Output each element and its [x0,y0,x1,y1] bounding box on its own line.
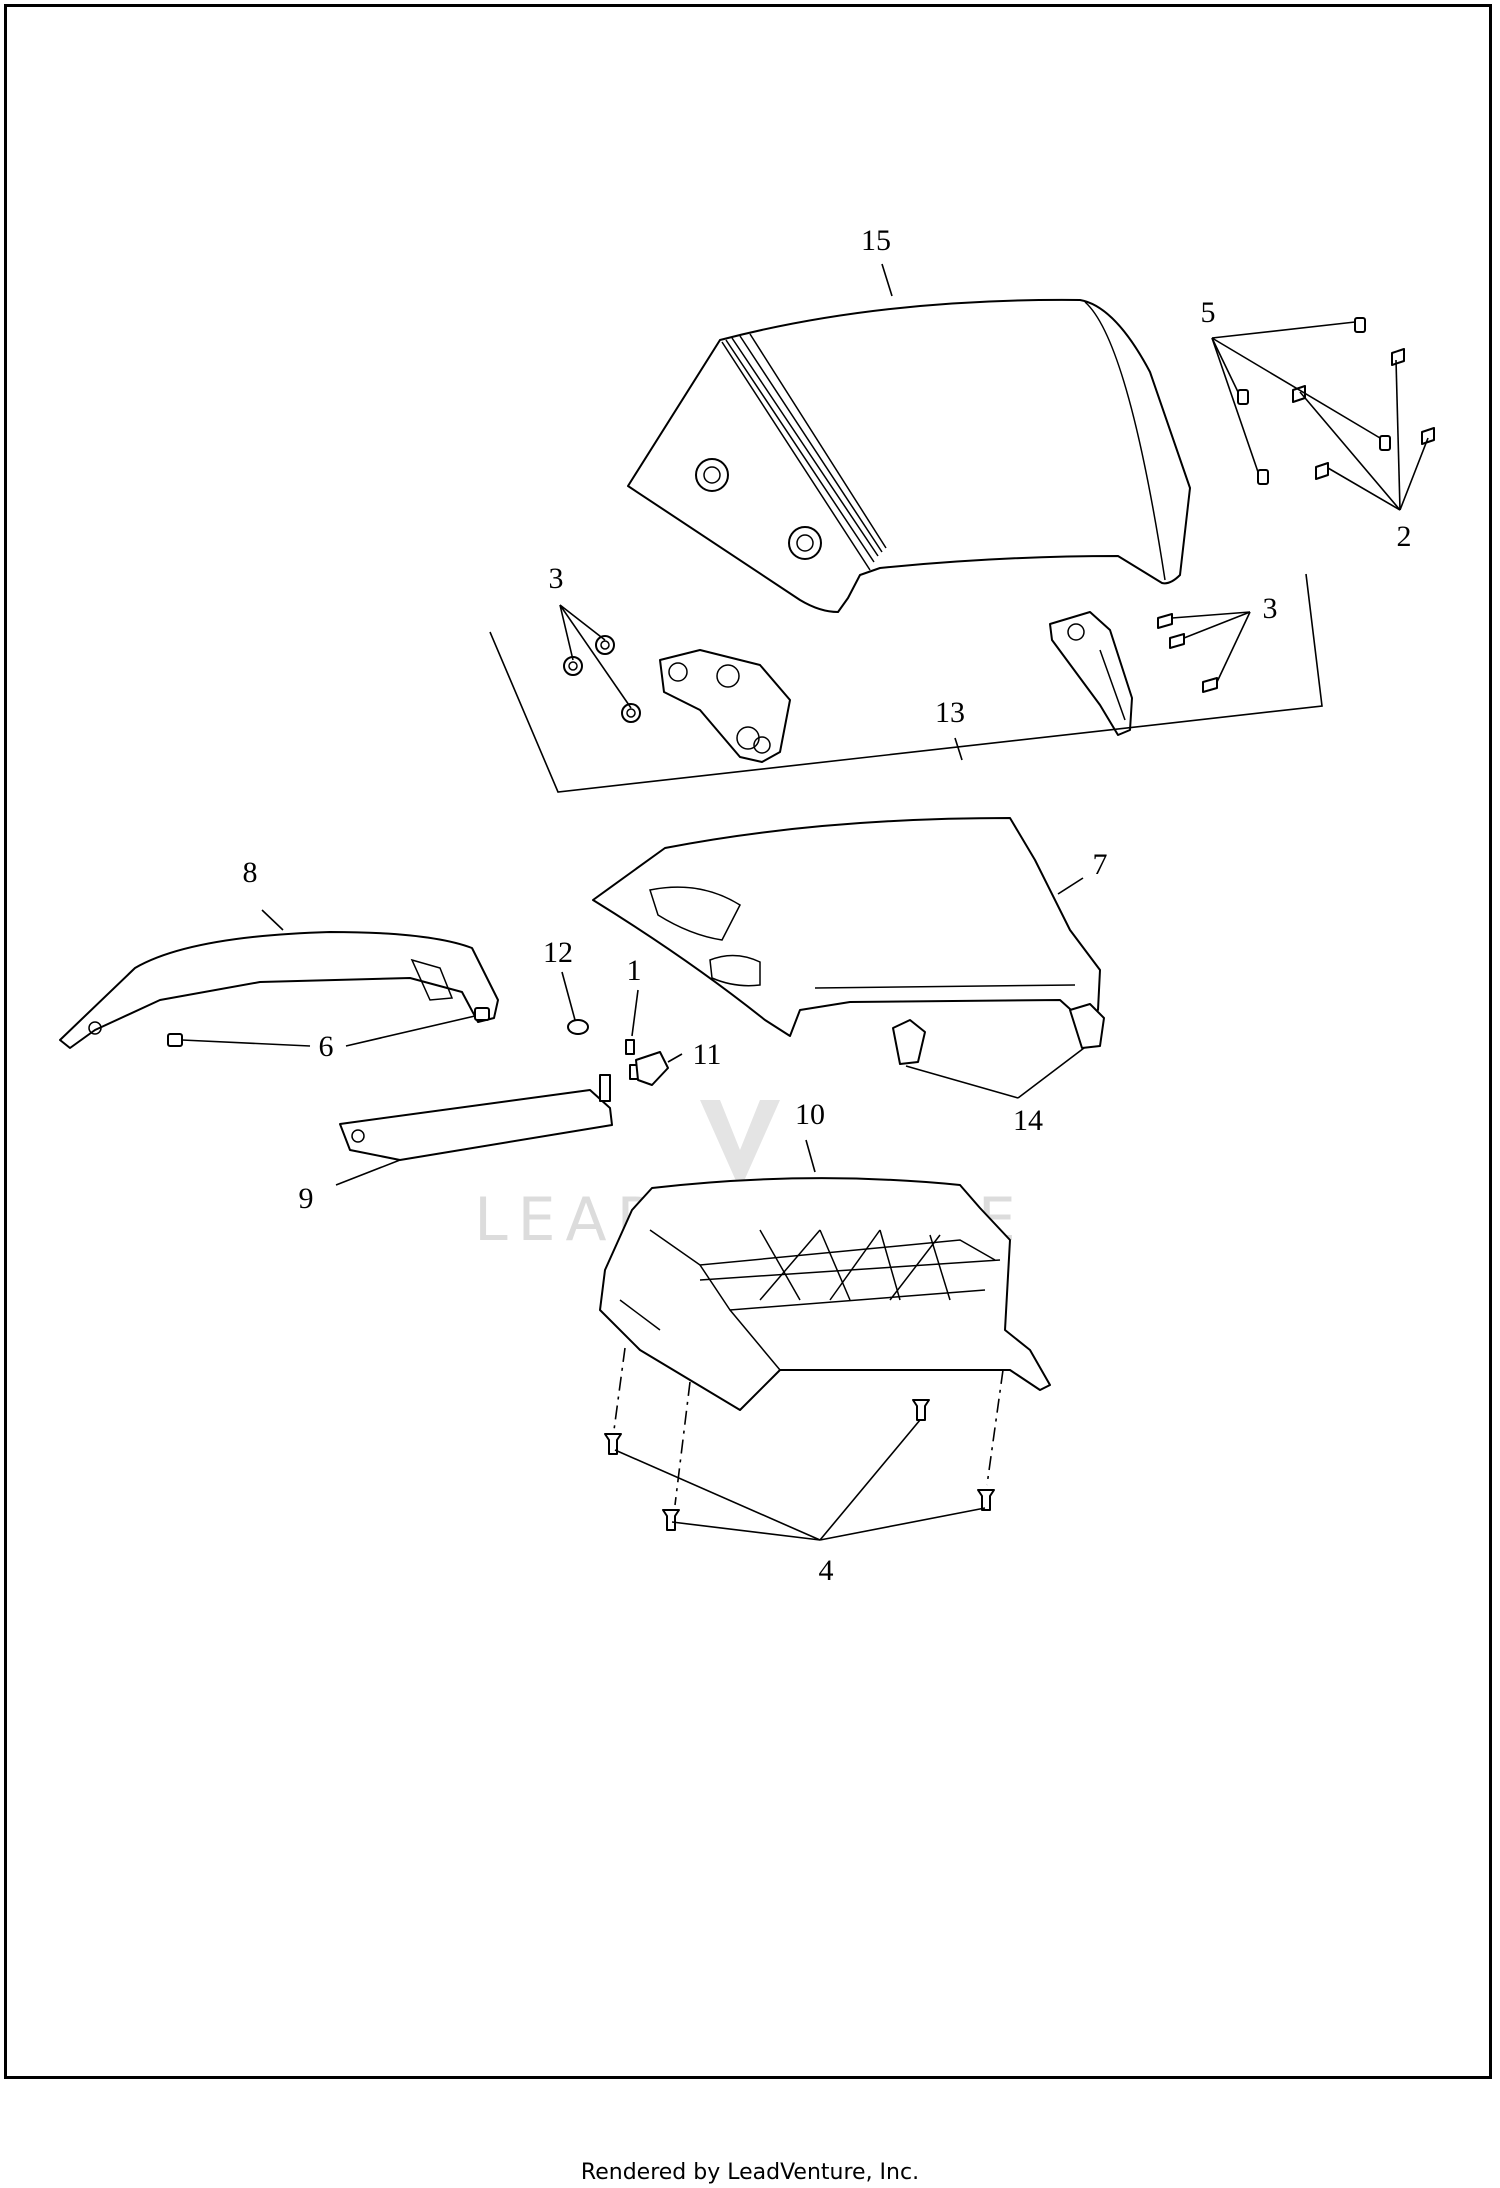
callout-2: 2 [1397,520,1412,553]
callout-13: 13 [935,696,965,729]
part-6-clips[interactable] [167,1007,490,1047]
part-11-latch[interactable] [635,1051,669,1086]
part-8-trim-strip[interactable] [59,931,499,1049]
part-3-screws-right[interactable] [1157,613,1218,693]
callout-11: 11 [693,1038,722,1071]
diagram-frame [4,4,1492,2079]
part-10-storage-box[interactable] [599,1177,1051,1411]
parts-diagram: LEADVENTURE [59,224,1435,1587]
callouts: 15 5 2 3 3 13 7 8 12 1 6 11 14 10 9 4 [243,224,1412,1587]
callout-10: 10 [795,1098,825,1131]
alignment-lines [613,1347,1004,1506]
part-15-windshield[interactable] [627,298,1191,613]
callout-3-left: 3 [549,562,564,595]
callout-4: 4 [819,1554,834,1587]
callout-12: 12 [543,936,573,969]
callout-6: 6 [319,1030,334,1063]
part-13-bracket-right[interactable] [1049,611,1133,736]
part-9-door-panel[interactable] [339,1089,613,1161]
part-13-bracket-left[interactable] [659,649,791,763]
part-4-screws[interactable] [604,1399,995,1531]
render-credit: Rendered by LeadVenture, Inc. [580,2160,920,2185]
callout-14: 14 [1013,1104,1043,1137]
callout-5: 5 [1201,296,1216,329]
callout-3-right: 3 [1263,592,1278,625]
callout-1: 1 [627,954,642,987]
callout-7: 7 [1093,848,1108,881]
part-12-knob[interactable] [567,1019,611,1102]
callout-9: 9 [299,1182,314,1215]
part-7-upper-housing[interactable] [592,817,1101,1037]
callout-15: 15 [861,224,891,257]
leader-lines [181,263,1429,1541]
part-3-nuts-left[interactable] [563,635,641,723]
part-14-clips[interactable] [892,1003,1105,1065]
part-5-well-nuts[interactable] [1237,317,1391,485]
callout-8: 8 [243,856,258,889]
part-2-screws[interactable] [1292,348,1435,480]
